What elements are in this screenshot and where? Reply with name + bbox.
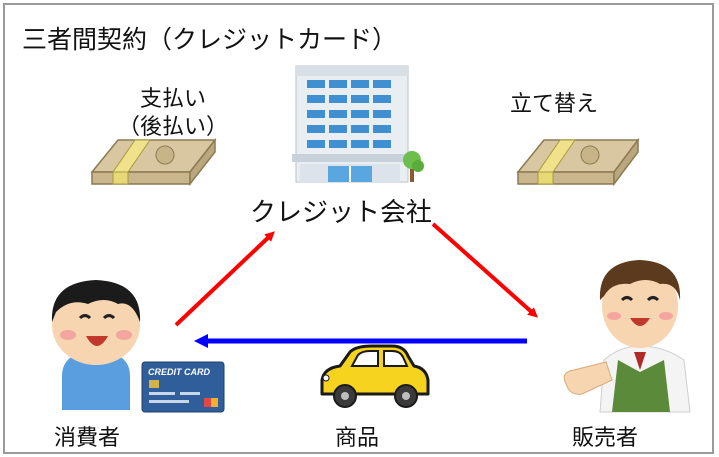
company-label: クレジット会社 (250, 198, 433, 228)
consumer-label: 消費者 (54, 426, 121, 451)
money-bundle-icon (516, 137, 640, 187)
credit-card-label: CREDIT CARD (148, 367, 210, 377)
advance-label: 立て替え (510, 92, 599, 117)
seller-icon (563, 260, 691, 413)
goods-label: 商品 (335, 426, 380, 451)
seller-label: 販売者 (572, 426, 639, 451)
diagram-title: 三者間契約（クレジットカード） (22, 25, 398, 54)
car-icon (320, 344, 430, 408)
office-building-icon (292, 65, 424, 183)
payment-label: 支払い （後払い） (108, 86, 238, 142)
payment-flow-arrow (174, 231, 275, 327)
advance-flow-arrow (431, 222, 538, 318)
credit-card-icon: CREDIT CARD (141, 361, 225, 413)
payment-label-line1: 支払い (139, 87, 206, 112)
diagram-frame (3, 3, 714, 454)
money-bundle-icon (90, 137, 217, 187)
payment-label-line2: （後払い） (117, 115, 228, 140)
consumer-icon (51, 280, 141, 410)
